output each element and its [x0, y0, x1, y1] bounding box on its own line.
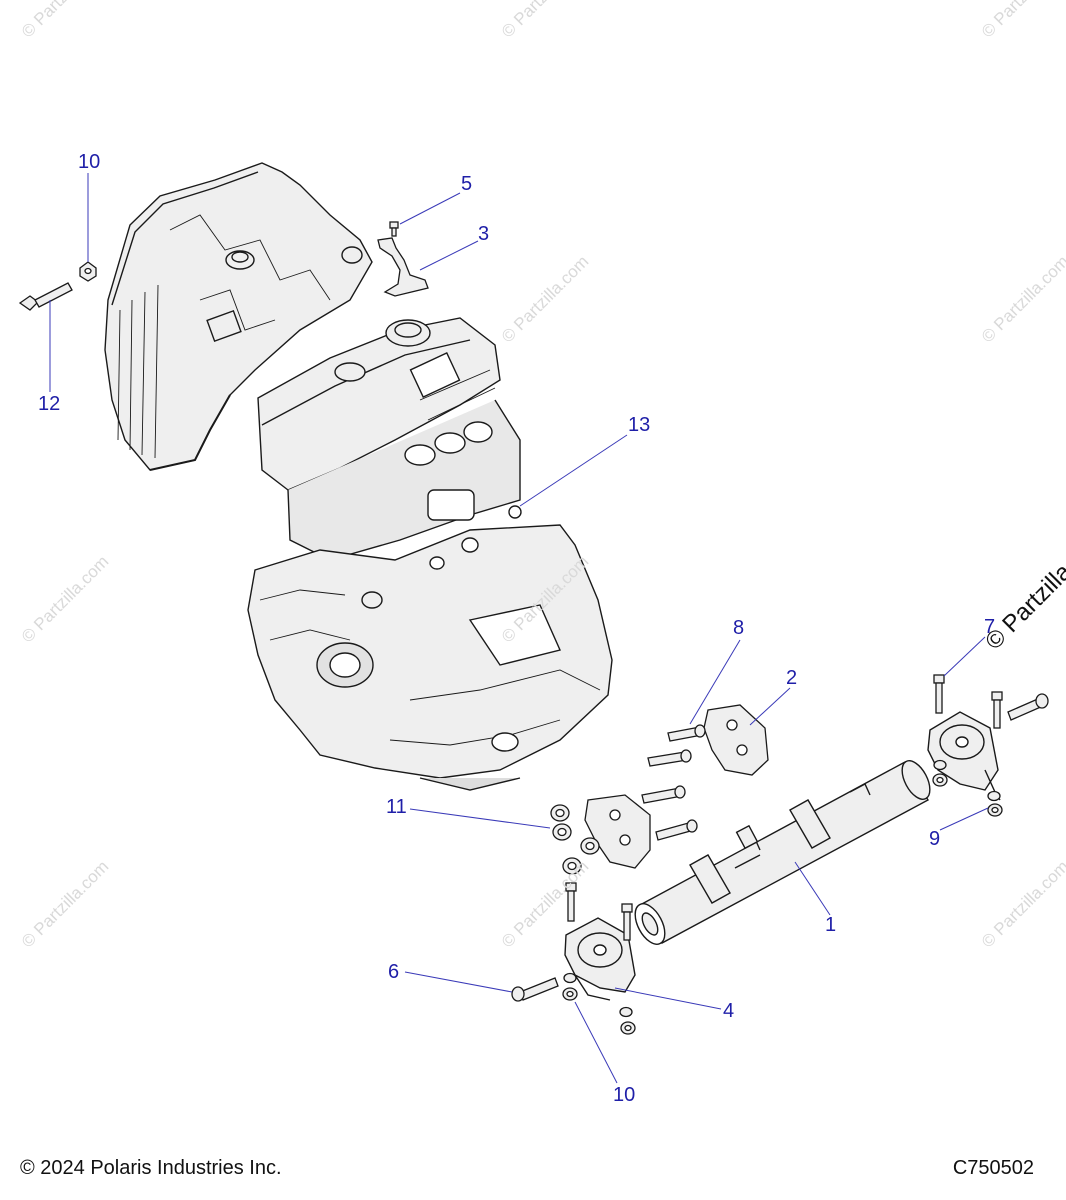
callout-10[interactable]: 10: [613, 1084, 636, 1106]
oil-pan-icon[interactable]: [104, 162, 373, 471]
leader-line-13: [519, 434, 628, 507]
isolator-mount-icon[interactable]: [564, 917, 636, 1001]
leader-line-9: [939, 807, 989, 831]
mount-bar-icon[interactable]: [629, 756, 935, 949]
bolt-icon[interactable]: [18, 282, 73, 311]
callout-1[interactable]: 1: [825, 914, 837, 936]
isolator-mount-icon[interactable]: [927, 711, 1001, 801]
callout-4[interactable]: 4: [723, 1000, 735, 1022]
bracket-icon[interactable]: [584, 704, 769, 869]
engine-assembly-icon[interactable]: [247, 317, 613, 791]
callout-10[interactable]: 10: [78, 151, 101, 173]
callout-8[interactable]: 8: [733, 617, 745, 639]
diagram-code: C750502: [952, 1157, 1034, 1179]
leader-line-4: [614, 987, 722, 1010]
callout-5[interactable]: 5: [461, 173, 473, 195]
leader-line-1: [794, 861, 831, 916]
copyright-notice: © 2024 Polaris Industries Inc.: [20, 1157, 282, 1179]
leader-line-10: [574, 1001, 618, 1084]
leader-line-8: [689, 639, 741, 725]
callout-6[interactable]: 6: [388, 961, 400, 983]
nut-icon[interactable]: [932, 759, 1003, 817]
leader-line-3: [419, 240, 479, 271]
nut-icon[interactable]: [562, 972, 636, 1035]
callout-3[interactable]: 3: [478, 223, 490, 245]
bolt-icon[interactable]: [511, 882, 633, 1002]
nut-icon[interactable]: [550, 804, 600, 875]
callout-12[interactable]: 12: [38, 393, 61, 415]
callout-9[interactable]: 9: [929, 828, 941, 850]
bolt-icon[interactable]: [641, 724, 706, 841]
leader-line-6: [404, 971, 513, 993]
bolt-icon[interactable]: [933, 674, 1049, 729]
bolt-icon[interactable]: [389, 221, 399, 237]
callout-2[interactable]: 2: [786, 667, 798, 689]
nut-icon[interactable]: [79, 261, 97, 282]
callout-13[interactable]: 13: [628, 414, 651, 436]
leader-line-7: [943, 636, 986, 677]
callout-11[interactable]: 11: [386, 796, 407, 818]
leader-line-11: [409, 808, 551, 829]
bracket-icon[interactable]: [377, 237, 429, 297]
callout-7[interactable]: 7: [984, 616, 996, 638]
leader-line-2: [749, 687, 791, 726]
leader-lines: [49, 173, 989, 1084]
leader-line-5: [399, 192, 461, 225]
